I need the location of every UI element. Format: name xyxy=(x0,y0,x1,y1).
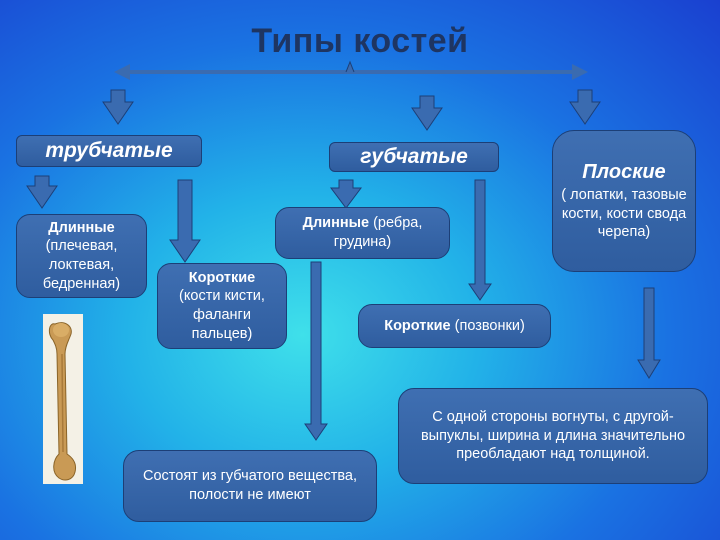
arrow-tubular-short xyxy=(169,179,201,263)
arrow-spongy-short xyxy=(468,179,492,301)
arrow-to-flat xyxy=(569,89,601,125)
spongy-short-box: Короткие (позвонки) xyxy=(358,304,551,348)
spongy-long-box: Длинные (ребра, грудина) xyxy=(275,207,450,259)
spongy-note-box: Состоят из губчатого вещества, полости н… xyxy=(123,450,377,522)
arrow-flat-note xyxy=(637,287,661,379)
arrow-tubular-long xyxy=(26,175,58,209)
humerus-bone-image xyxy=(43,314,83,484)
category-tubular: трубчатые xyxy=(16,135,202,167)
arrow-spongy-long xyxy=(330,179,362,209)
tubular-short-box: Короткие (кости кисти, фаланги пальцев) xyxy=(157,263,287,349)
top-center-notch xyxy=(345,60,355,73)
category-flat: Плоские ( лопатки, тазовые кости, кости … xyxy=(552,130,696,272)
arrow-to-tubular xyxy=(102,89,134,125)
arrow-to-spongy xyxy=(411,95,443,131)
tubular-long-box: Длинные (плечевая, локтевая, бедренная) xyxy=(16,214,147,298)
page-title: Типы костей xyxy=(251,22,469,60)
arrow-spongy-note xyxy=(304,261,328,441)
flat-note-box: С одной стороны вогнуты, с другой- выпук… xyxy=(398,388,708,484)
category-spongy: губчатые xyxy=(329,142,499,172)
